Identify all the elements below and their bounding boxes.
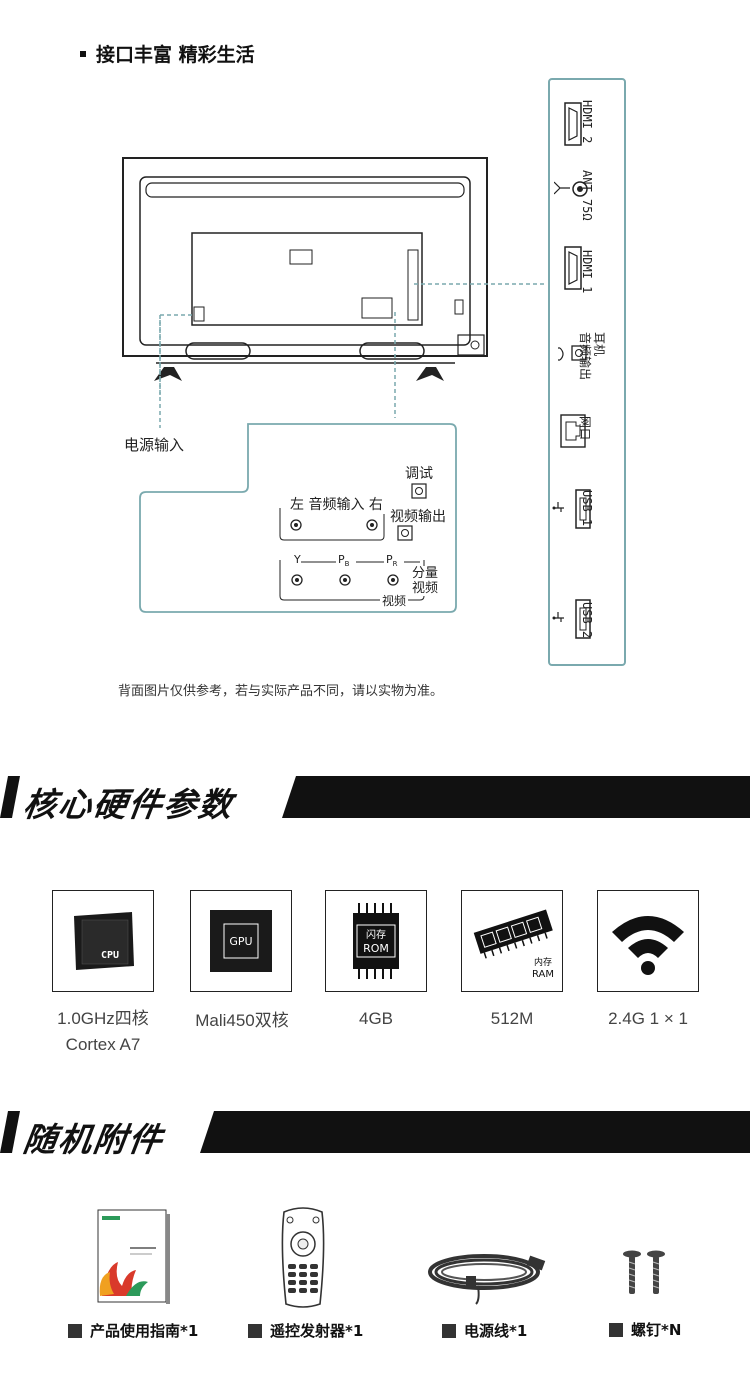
- port-label-ethernet: 网口: [578, 416, 592, 441]
- bullet-square: [609, 1322, 623, 1337]
- cpu-chip-text: CPU: [101, 950, 119, 961]
- gpu-spec: Mali450双核: [195, 1011, 289, 1030]
- accessory-remote: 遥控发射器*1: [248, 1320, 363, 1341]
- wifi-icon: [612, 916, 684, 975]
- accessories-title: 随机附件: [20, 1120, 167, 1159]
- hardware-banner: 核心硬件参数: [0, 776, 750, 824]
- bullet-square: [442, 1323, 456, 1338]
- gpu-card: GPU: [190, 890, 292, 992]
- audio-input-label: 左 音频输入 右: [288, 494, 385, 514]
- bullet-square: [68, 1323, 82, 1338]
- accessories-banner: 随机附件: [0, 1111, 750, 1159]
- accessory-screws: 螺钉*N: [609, 1319, 681, 1340]
- cpu-chip-icon: CPU: [74, 912, 134, 970]
- cpu-spec: 1.0GHz四核 Cortex A7: [57, 1009, 149, 1054]
- tv-back-illustration: [120, 155, 490, 395]
- disclaimer-note: 背面图片仅供参考，若与实际产品不同，请以实物为准。: [118, 684, 444, 699]
- hdmi-icon: [564, 102, 582, 146]
- port-label-hdmi2: HDMI 2: [580, 100, 594, 144]
- hardware-title: 核心硬件参数: [20, 785, 237, 824]
- bullet-square: [80, 50, 86, 57]
- rom-chip-text-1: 闪存: [366, 928, 386, 941]
- rom-chip-text-2: ROM: [363, 942, 389, 955]
- component-pr-label: PR: [386, 553, 398, 569]
- connector-lines: [139, 283, 545, 613]
- ram-chip-text-1: 内存: [534, 956, 552, 968]
- ram-stick-icon: 内存 RAM: [473, 909, 554, 980]
- wifi-card: [597, 890, 699, 992]
- port-label-usb1: USB 1: [580, 490, 594, 527]
- headphone-icon: [558, 345, 587, 361]
- gpu-chip-icon: GPU: [210, 910, 272, 972]
- power-input-label: 电源输入: [124, 436, 185, 454]
- wifi-spec: 2.4G 1 × 1: [608, 1009, 688, 1028]
- ram-chip-text-2: RAM: [532, 969, 554, 980]
- remote-control-icon: [281, 1207, 325, 1308]
- component-side-label: 分量视频: [412, 566, 439, 596]
- interfaces-title-text: 接口丰富 精彩生活: [96, 44, 255, 66]
- video-out-label: 视频输出: [390, 509, 446, 525]
- bullet-square: [248, 1323, 262, 1338]
- ethernet-icon: [560, 414, 586, 448]
- power-cord-icon: [428, 1254, 546, 1305]
- debug-label: 调试: [405, 466, 433, 482]
- ram-spec: 512M: [490, 1009, 534, 1028]
- rom-chip-icon: 闪存 ROM: [353, 903, 399, 979]
- manual-booklet-icon: [97, 1209, 170, 1304]
- usb-icon: [552, 599, 591, 639]
- cpu-card: CPU: [52, 890, 154, 992]
- port-label-hdmi1: HDMI 1: [580, 250, 594, 294]
- port-label-usb2: USB 2: [580, 602, 594, 639]
- component-y-label: Y: [294, 553, 301, 566]
- rom-card: 闪存 ROM: [325, 890, 427, 992]
- accessory-power-cord: 电源线*1: [442, 1320, 527, 1341]
- gpu-chip-text: GPU: [229, 935, 252, 948]
- usb-icon: [552, 489, 591, 529]
- component-pb-label: PB: [338, 553, 350, 569]
- accessory-manual: 产品使用指南*1: [68, 1320, 198, 1341]
- rom-spec: 4GB: [358, 1009, 394, 1028]
- antenna-icon: [554, 181, 588, 197]
- hdmi-icon: [564, 246, 582, 290]
- section-interfaces-title: 接口丰富 精彩生活: [80, 40, 255, 67]
- ram-card: 内存 RAM: [461, 890, 563, 992]
- port-label-ant: ANT 75Ω: [580, 170, 594, 221]
- side-port-panel: HDMI 2 ANT 75Ω HDMI 1 耳机 音频输出 网口 USB 1: [548, 78, 626, 666]
- screws-icon: [623, 1250, 665, 1294]
- port-label-headphone: 耳机 音频输出: [578, 332, 606, 381]
- component-bottom-label: 视频: [380, 592, 409, 609]
